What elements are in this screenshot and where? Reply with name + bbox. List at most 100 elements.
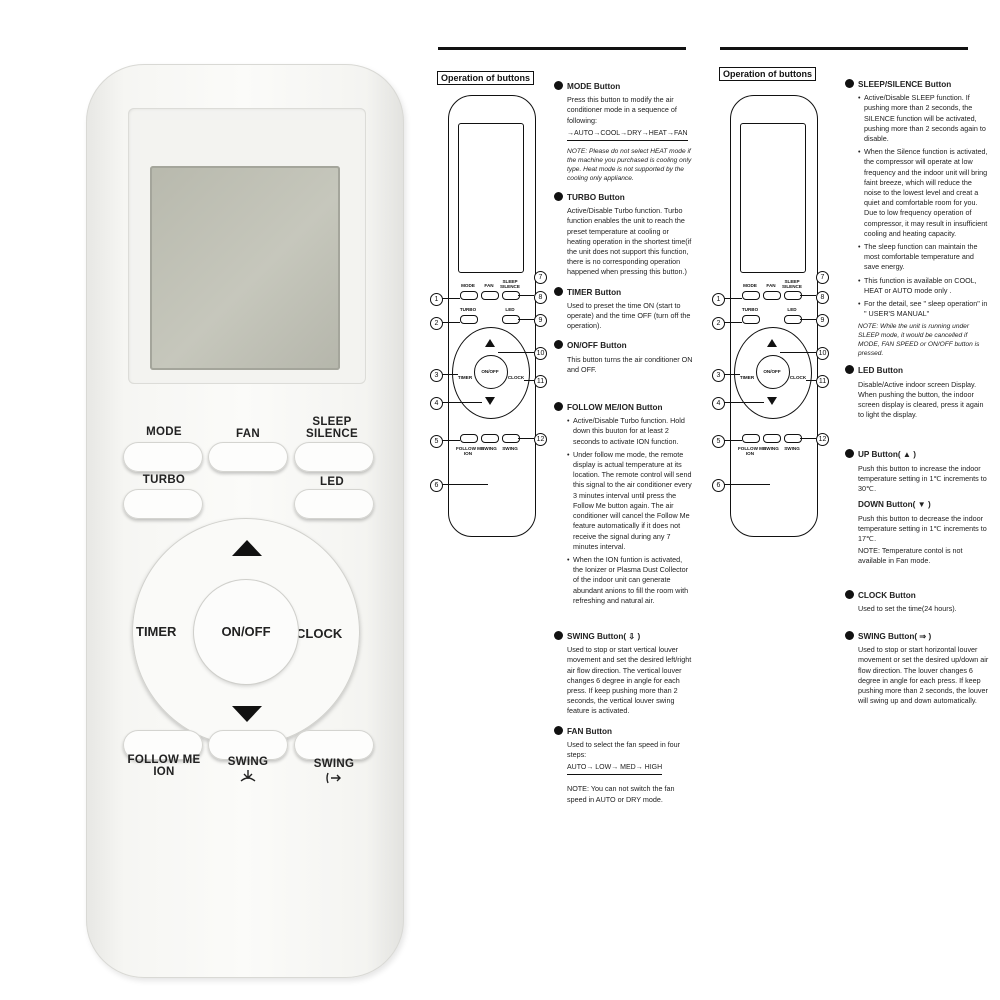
callout-3: 3 [712, 369, 725, 382]
callout-7: 7 [534, 271, 547, 284]
diagram-sleep-line1: SLEEP [784, 279, 800, 284]
turbo-entry-title-text: TURBO Button [567, 193, 625, 203]
diagram-swing-h-label: SWING [502, 446, 518, 451]
mode-entry-title: MODE Button [554, 81, 693, 92]
swing-vertical-label: SWING [227, 756, 269, 768]
leader-4 [442, 402, 482, 403]
clock-entry-title-text: CLOCK Button [858, 590, 916, 600]
up-entry-body: Push this button to increase the indoor … [858, 463, 987, 494]
mode-button[interactable] [123, 442, 203, 472]
turbo-entry: TURBO Button Active/Disable Turbo functi… [554, 192, 693, 278]
led-label: LED [320, 476, 344, 488]
follow-me-ion-button[interactable] [123, 730, 203, 760]
follow-bullet-3: When the ION funtion is activated, the I… [567, 555, 693, 606]
callout-1: 1 [712, 293, 725, 306]
down-arrow-icon[interactable] [230, 704, 264, 724]
up-entry-title-text: UP Button( ▲ ) [858, 450, 916, 460]
diagram-follow-button [460, 434, 478, 443]
turbo-label: TURBO [142, 474, 186, 486]
led-button[interactable] [294, 489, 374, 519]
timer-entry-title: TIMER Button [554, 286, 693, 298]
swing-vertical-button[interactable] [208, 730, 288, 760]
callout-5: 5 [430, 435, 443, 448]
swing-horizontal-icon [326, 772, 341, 784]
manual-left-text: MODE Button Press this button to modify … [554, 81, 693, 815]
fan-entry-title: FAN Button [554, 725, 693, 737]
diagram-led-label: LED [505, 307, 515, 312]
diagram-onoff-label: ON/OFF [763, 369, 781, 374]
up-entry: UP Button( ▲ ) Push this button to incre… [845, 449, 990, 494]
timer-entry-body: Used to preset the time ON (start to ope… [567, 300, 691, 331]
section-title-left: Operation of buttons [437, 71, 534, 85]
bullet-icon [845, 630, 854, 640]
section-title-right: Operation of buttons [719, 67, 816, 81]
down-note: NOTE: Temperature contol is not availabl… [858, 546, 963, 566]
diagram-mode-label: MODE [743, 283, 757, 288]
onoff-entry-title: ON/OFF Button [554, 340, 693, 351]
timer-entry: TIMER Button Used to preset the time ON … [554, 286, 693, 332]
onoff-entry-title-text: ON/OFF Button [567, 341, 627, 351]
callout-4: 4 [430, 397, 443, 410]
swing-horizontal-button[interactable] [294, 730, 374, 760]
diagram-sleep-line1: SLEEP [502, 279, 518, 284]
diagram-fan-button [481, 291, 499, 300]
diagram-sleep-line2: SILENCE [500, 284, 520, 289]
up-entry-title: UP Button( ▲ ) [845, 449, 990, 460]
down-entry-body: Push this button to decrease the indoor … [858, 513, 987, 543]
diagram-mode-button [742, 291, 760, 300]
diagram-fan-label: FAN [484, 283, 494, 288]
sleep-label: SLEEP SILENCE [292, 416, 372, 440]
clock-button[interactable]: CLOCK [296, 626, 343, 641]
leader-5 [442, 440, 460, 441]
onoff-entry-body: This button turns the air conditioner ON… [567, 354, 693, 374]
callout-10: 10 [816, 347, 829, 360]
bullet-icon [554, 630, 563, 640]
leader-12 [800, 438, 816, 439]
timer-button[interactable]: TIMER [136, 624, 177, 639]
led-entry-title-text: LED Button [858, 366, 904, 376]
follow-entry: FOLLOW ME/ION Button Active/Disable Turb… [554, 402, 693, 606]
diagram-follow-line1: FOLLOW ME [456, 446, 485, 451]
mode-entry: MODE Button Press this button to modify … [554, 81, 693, 183]
bullet-icon [554, 81, 563, 90]
clock-entry-title: CLOCK Button [845, 589, 990, 601]
lcd-display [150, 166, 340, 370]
leader-11 [806, 380, 816, 381]
bullet-icon [845, 589, 854, 599]
leader-11 [524, 380, 534, 381]
fan-entry-body: Used to select the fan speed in four ste… [567, 739, 681, 759]
remote-control: MODE FAN SLEEP SILENCE TURBO LED TIMER C… [86, 64, 404, 978]
turbo-button[interactable] [123, 489, 203, 519]
follow-bullet-2: Under follow me mode, the remote display… [567, 450, 693, 552]
diagram-fan-label: FAN [766, 283, 776, 288]
bullet-icon [554, 402, 563, 412]
fan-button[interactable] [208, 442, 288, 472]
up-arrow-icon[interactable] [230, 538, 264, 558]
bullet-icon [554, 340, 563, 350]
leader-4 [724, 402, 764, 403]
mode-entry-title-text: MODE Button [567, 82, 621, 91]
diagram-follow-line2: ION [745, 451, 755, 456]
sleep-entry: SLEEP/SILENCE Button Active/Disable SLEE… [845, 79, 990, 358]
diagram-fan-button [763, 291, 781, 300]
fan-label: FAN [236, 428, 260, 440]
callout-8: 8 [534, 291, 547, 304]
follow-me-label-line1: FOLLOW ME [127, 754, 201, 766]
leader-10 [498, 352, 534, 353]
mode-label: MODE [146, 426, 182, 438]
diagram-dpad [734, 327, 812, 419]
sleep-entry-title-text: SLEEP/SILENCE Button [858, 80, 952, 89]
sleep-silence-button[interactable] [294, 442, 374, 472]
callout-11: 11 [816, 375, 829, 388]
bullet-icon [845, 365, 854, 375]
swing-entry-body: Used to stop or start vertical louver mo… [567, 645, 692, 716]
page-rule-right [720, 47, 968, 50]
on-off-button[interactable]: ON/OFF [194, 580, 298, 684]
callout-3: 3 [430, 369, 443, 382]
follow-me-label: FOLLOW ME ION [116, 754, 212, 778]
callout-6: 6 [712, 479, 725, 492]
leader-10 [780, 352, 816, 353]
diagram-sleep-line2: SILENCE [782, 284, 802, 289]
diagram-swing-v-label: SWING [763, 446, 779, 451]
